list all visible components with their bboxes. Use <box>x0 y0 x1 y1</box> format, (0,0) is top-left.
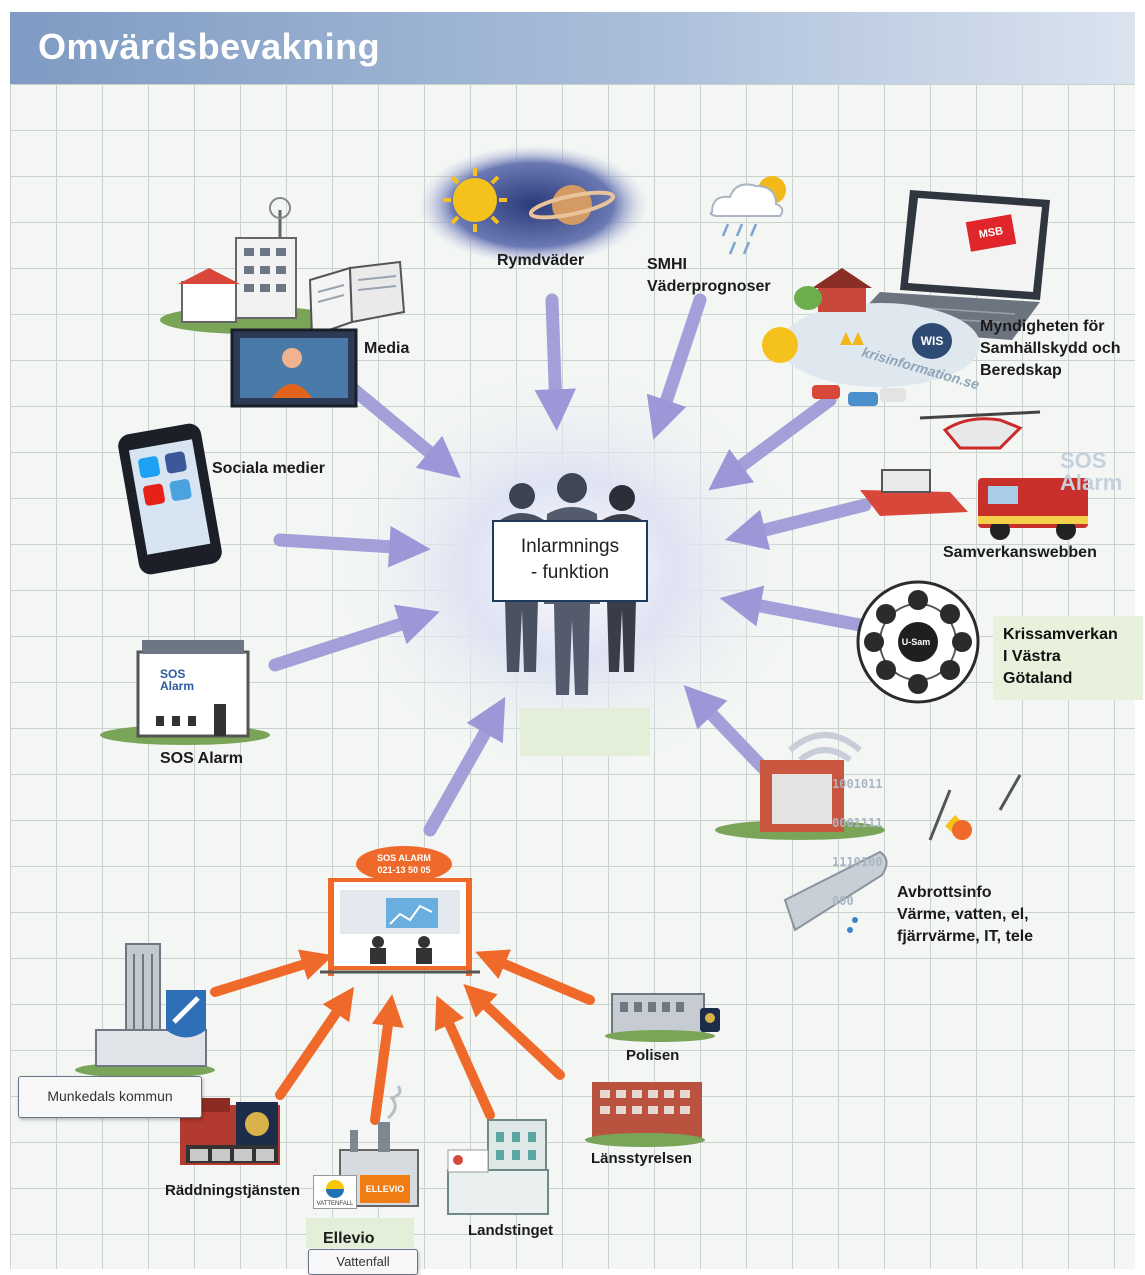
binary-code-text: 1001011 0001111 1110100 000 <box>832 752 883 934</box>
avbrott-line-1: Avbrottsinfo <box>897 884 992 901</box>
power-plant-icon <box>306 1085 419 1248</box>
arrow-sociala-medier <box>273 525 431 568</box>
sos-alarm-watermark: SOS Alarm <box>1060 450 1122 494</box>
arrow-msb <box>708 393 837 491</box>
label-landstinget: Landstinget <box>468 1222 553 1239</box>
ellevio-logo: ELLEVIO <box>360 1175 410 1203</box>
usam-network-icon <box>856 580 980 704</box>
label-rymdvader: Rymdväder <box>497 252 585 269</box>
header-bar: Omvärdsbevakning <box>10 12 1135 84</box>
label-samverkanswebben: Samverkanswebben <box>943 544 1097 561</box>
county-board-icon <box>585 1082 705 1147</box>
crisis-scene-icon <box>762 268 980 406</box>
vattenfall-logo: VATTENFALL <box>313 1175 357 1209</box>
krissa-line-1: Krissamverkan <box>1003 626 1118 643</box>
arrow-ellevio <box>370 994 404 1125</box>
rescue-vehicles-icon <box>860 410 1088 540</box>
smhi-line-1: SMHI <box>647 256 687 273</box>
label-krissamverkan: Krissamverkan I Västra Götaland <box>993 616 1143 700</box>
krissa-line-2: I Västra <box>1003 648 1061 665</box>
label-msb: Myndigheten för Samhällskydd och Beredsk… <box>980 316 1121 382</box>
sos-alarm-badge: SOS Alarm <box>160 668 194 692</box>
label-raddningstjansten: Räddningstjänsten <box>165 1182 301 1199</box>
arrow-munkedal <box>210 949 334 997</box>
label-lansstyrelsen: Länsstyrelsen <box>591 1150 692 1167</box>
usam-logo: U-Sam <box>901 637 931 647</box>
media-icon <box>160 197 406 408</box>
msb-line-1: Myndigheten för <box>980 318 1105 335</box>
arrow-lansstyrelsen <box>463 984 565 1080</box>
sos-watermark-line-1: SOS <box>1060 448 1107 473</box>
hospital-icon <box>447 1119 549 1215</box>
sign-line-2: 021-13 50 05 <box>377 865 431 875</box>
page-title: Omvärdsbevakning <box>38 26 381 67</box>
sos-alarm-sign: SOS ALARM 021-13 50 05 <box>356 846 452 882</box>
arrow-polisen <box>475 949 595 1005</box>
binary-line-3: 1110100 <box>832 855 883 869</box>
center-placeholder-label <box>520 708 650 756</box>
tag-munkedals-kommun: Munkedals kommun <box>18 1076 202 1118</box>
vattenfall-logo-text: VATTENFALL <box>316 1201 354 1207</box>
arrow-sos-alarm <box>268 604 440 672</box>
town-hall-icon <box>75 943 215 1078</box>
arrow-landstinget <box>434 995 495 1120</box>
sign-line-1: SOS ALARM <box>377 853 431 863</box>
avbrott-line-2: Värme, vatten, el, <box>897 906 1029 923</box>
label-sociala-medier: Sociala medier <box>212 460 325 477</box>
arrow-raddning <box>275 986 355 1100</box>
inlarmningsfunktion-box: Inlarmnings - funktion <box>492 520 648 602</box>
arrow-rymdvader <box>534 293 577 431</box>
binary-line-1: 1001011 <box>832 777 883 791</box>
sos-watermark-line-2: Alarm <box>1060 470 1123 495</box>
infrastructure-icon <box>715 732 1022 933</box>
avbrott-line-3: fjärrvärme, IT, tele <box>897 928 1034 945</box>
arrow-samverkanswebben <box>724 498 872 551</box>
wis-logo: WIS <box>912 323 952 359</box>
label-ellevio: Ellevio <box>323 1230 375 1247</box>
weather-cloud-icon <box>709 176 786 255</box>
binary-line-2: 0001111 <box>832 816 883 830</box>
arrow-sos-center <box>423 696 506 837</box>
sos-badge-line-2: Alarm <box>160 679 195 693</box>
box-line-1: Inlarmnings <box>520 536 620 557</box>
sos-alarm-building-icon <box>100 640 270 745</box>
arrow-avbrottsinfo <box>683 684 772 777</box>
sos-badge-line-1: SOS <box>160 667 186 681</box>
msb-line-2: Samhällskydd och <box>980 340 1121 357</box>
box-line-2: - funktion <box>530 562 610 583</box>
label-media: Media <box>364 340 410 357</box>
smartphone-icon <box>118 423 222 575</box>
police-station-icon <box>605 993 720 1042</box>
arrow-krissamverkan <box>719 585 867 632</box>
sos-control-room-icon <box>320 878 480 976</box>
label-polisen: Polisen <box>626 1047 680 1064</box>
label-avbrottsinfo: Avbrottsinfo Värme, vatten, el, fjärrvär… <box>897 882 1033 948</box>
smhi-line-2: Väderprognoser <box>647 278 771 295</box>
arrow-smhi <box>646 293 707 440</box>
krissa-line-3: Götaland <box>1003 670 1073 687</box>
label-sos-alarm: SOS Alarm <box>160 750 243 767</box>
tag-vattenfall: Vattenfall <box>308 1249 418 1275</box>
space-weather-icon <box>418 145 648 265</box>
msb-line-3: Beredskap <box>980 362 1062 379</box>
label-smhi: SMHI Väderprognoser <box>647 254 771 298</box>
binary-line-4: 000 <box>832 894 854 908</box>
